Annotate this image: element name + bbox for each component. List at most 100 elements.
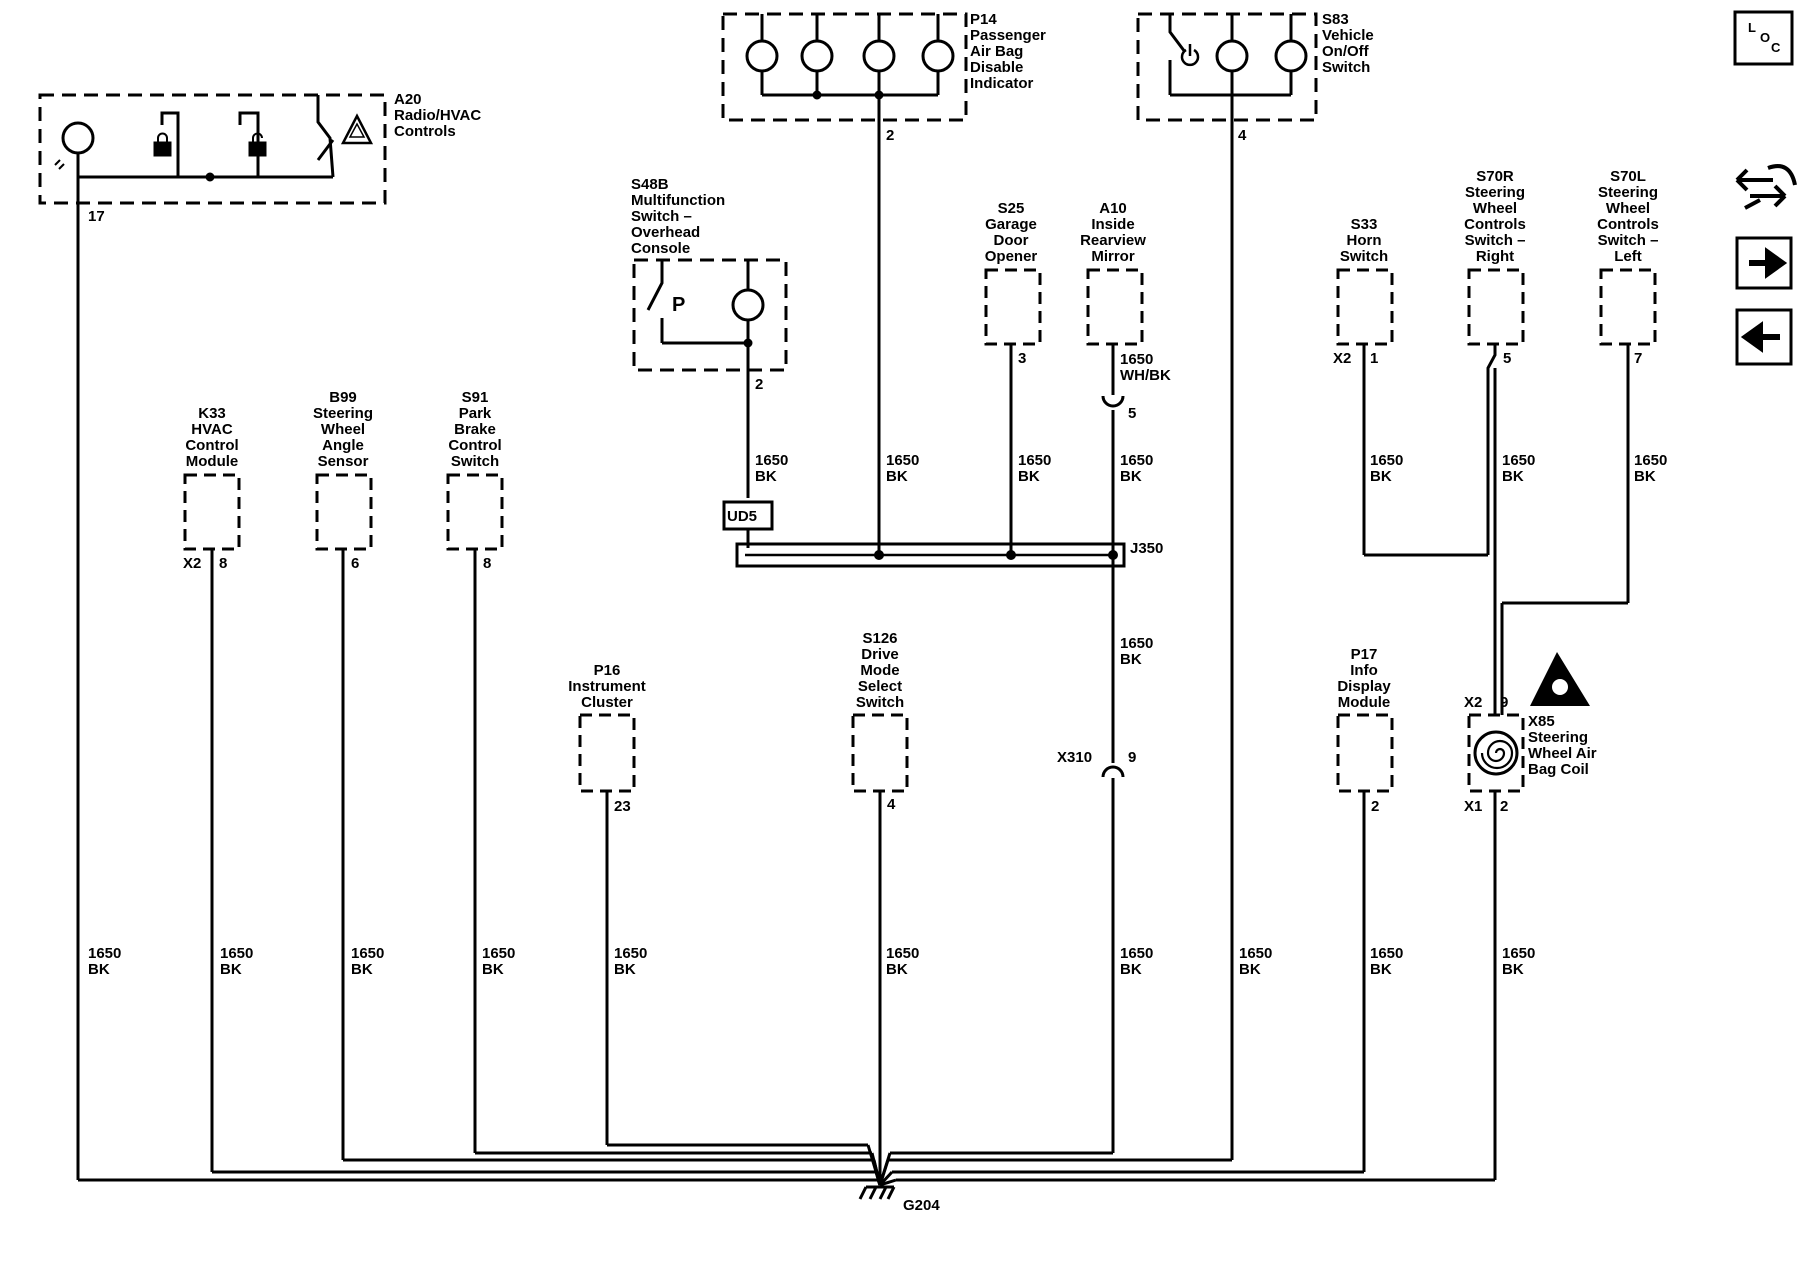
s83-component [1136,12,1318,122]
x85-name-2: Wheel Air [1528,745,1597,762]
a10-id: A10 [1099,200,1127,217]
a20-id: A20 [394,91,422,108]
wire-circuit: 1650 [88,945,121,962]
k33-pin: 8 [219,555,227,572]
s70l-name-4: Switch – [1598,232,1659,249]
k33-id: K33 [198,405,226,422]
labels: A20 Radio/HVAC Controls 17 P14 Passenger… [88,11,1667,1214]
s25-id: S25 [998,200,1025,217]
wire-circuit: 1650 [1018,452,1051,469]
s91-name-4: Switch [451,453,499,470]
wire-circuit: 1650 [1634,452,1667,469]
p16-pin: 23 [614,798,631,815]
s33-conn: X2 [1333,350,1351,367]
s126-name-3: Select [858,678,902,695]
lamp-icon [61,121,95,155]
wire-circuit: 1650 [1120,945,1153,962]
a10-box [1086,268,1144,346]
s25-name-2: Door [994,232,1029,249]
b99-name-1: Steering [313,405,373,422]
s91-box [446,473,504,551]
lamp-icon [862,39,896,73]
a20-name-1: Radio/HVAC [394,107,481,124]
s126-box [851,713,909,793]
p17-id: P17 [1351,646,1378,663]
s126-name-4: Switch [856,694,904,711]
p14-name-2: Air Bag [970,43,1023,60]
lock-icon [153,132,172,157]
next-page-button[interactable] [1735,236,1793,290]
s70l-name-2: Wheel [1606,200,1650,217]
loc-button[interactable]: L O C [1733,10,1794,66]
wire-color: BK [220,961,242,978]
wire-color: BK [482,961,504,978]
s91-id: S91 [462,389,489,406]
s126-name-1: Drive [861,646,899,663]
s25-box [984,268,1042,346]
wire-color: BK [886,961,908,978]
x85-name-3: Bag Coil [1528,761,1589,778]
wire-color: BK [614,961,636,978]
a10-circuit: 1650 [1120,351,1153,368]
s126-name-2: Mode [860,662,899,679]
s70r-name-5: Right [1476,248,1514,265]
s70l-id: S70L [1610,168,1646,185]
wire-circuit: 1650 [614,945,647,962]
wire-color: BK [755,468,777,485]
ud5-option-box [722,500,774,531]
s83-pin: 4 [1238,127,1247,144]
x85-pin-bottom: 2 [1500,798,1508,815]
a10-name-3: Mirror [1091,248,1135,265]
a10-name-2: Rearview [1080,232,1146,249]
x85-id: X85 [1528,713,1555,730]
s83-name-3: Switch [1322,59,1370,76]
arrow-right-icon [1749,247,1788,279]
wire-color: BK [1120,651,1142,668]
s70l-pin: 7 [1634,350,1642,367]
wire-circuit: 1650 [1120,635,1153,652]
p17-name-2: Display [1337,678,1391,695]
s70l-name-5: Left [1614,248,1642,265]
component-connector-button[interactable] [1735,164,1797,210]
wire-color: BK [1370,468,1392,485]
k33-box [183,473,241,551]
wire-circuit: 1650 [886,452,919,469]
inline-connector-5 [1101,395,1125,408]
s25-name-3: Opener [985,248,1038,265]
wire-circuit: 1650 [1370,945,1403,962]
wire-circuit: 1650 [1370,452,1403,469]
wire-circuit: 1650 [1502,452,1535,469]
s25-name-1: Garage [985,216,1037,233]
s48b-name-2: Switch – [631,208,692,225]
unlock-icon [248,132,267,157]
air-bag-coil-icon [1473,730,1519,776]
a10-name-1: Inside [1091,216,1134,233]
wire-color: BK [1120,468,1142,485]
wire-color: BK [1634,468,1656,485]
x310-pin: 9 [1128,749,1136,766]
k33-name-3: Module [186,453,239,470]
s70r-name-4: Switch – [1465,232,1526,249]
tool-icon [1744,198,1761,210]
b99-id: B99 [329,389,357,406]
loc-letter-o: O [1760,30,1770,45]
s83-id: S83 [1322,11,1349,28]
wire-color: BK [886,468,908,485]
previous-page-button[interactable] [1735,308,1793,366]
p14-name-1: Passenger [970,27,1046,44]
p17-name-3: Module [1338,694,1391,711]
s70r-name-2: Wheel [1473,200,1517,217]
wire-labels: 1650 BK 1650 BK 1650 BK 1650 BK 1650 BK … [88,452,1667,978]
s70l-name-3: Controls [1597,216,1659,233]
s48b-pin: 2 [755,376,763,393]
s48b-name-4: Console [631,240,690,257]
s70l-box [1599,268,1657,346]
s33-id: S33 [1351,216,1378,233]
k33-name-1: HVAC [191,421,233,438]
lamp-icon [800,39,834,73]
p14-name-4: Indicator [970,75,1034,92]
p17-box [1336,713,1394,793]
a20-pin: 17 [88,208,105,225]
s91-name-1: Park [459,405,492,422]
